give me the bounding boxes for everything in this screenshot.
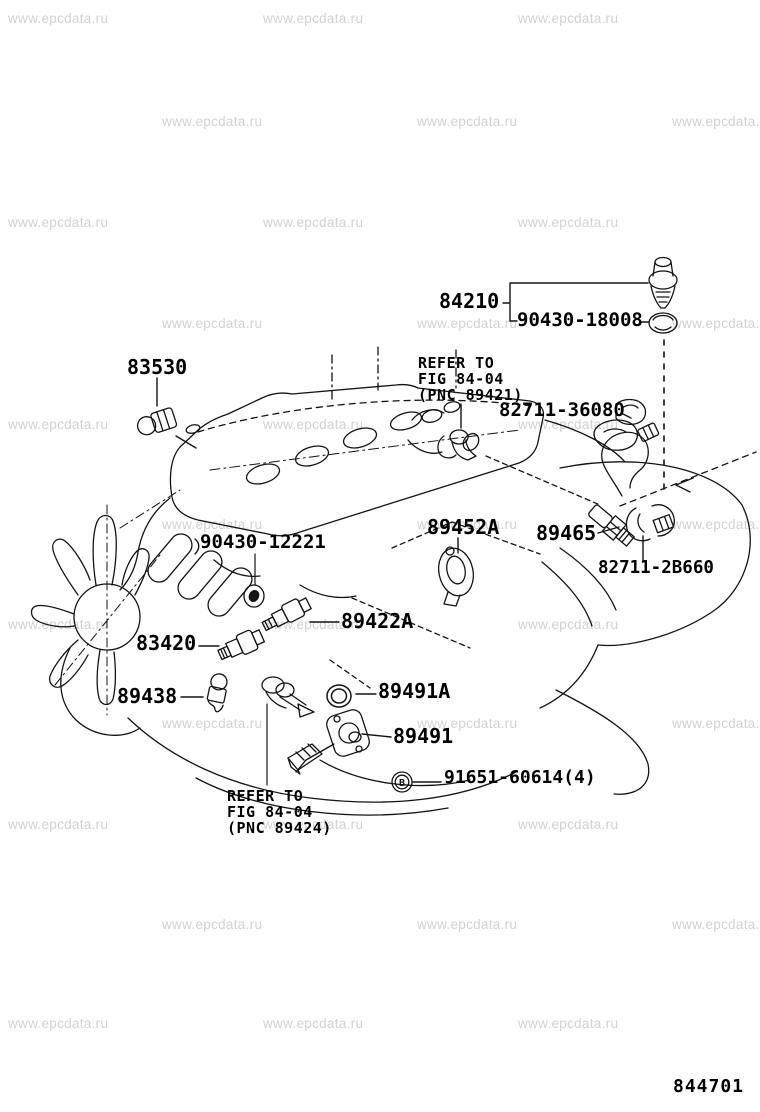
part-label-82711-36080: 82711-36080 <box>499 399 625 421</box>
part-label-91651-60614: 91651-60614(4) <box>444 767 596 788</box>
watermark: www.epcdata.ru <box>518 617 619 632</box>
oil-pressure-switch-84210-drawing <box>648 256 678 309</box>
part-label-83530: 83530 <box>127 355 188 379</box>
watermark: www.epcdata.ru <box>8 817 109 832</box>
watermark: www.epcdata.ru <box>518 11 619 26</box>
watermark: www.epcdata.ru <box>417 716 518 731</box>
sensor-pnc-89424-drawing <box>261 676 315 718</box>
watermark: www.epcdata.ru <box>672 517 760 532</box>
watermark: www.epcdata.ru <box>8 417 109 432</box>
note-refer-fig-84-04-pnc-89424: REFER TO FIG 84-04 (PNC 89424) <box>227 788 332 836</box>
note-line: REFER TO <box>418 354 495 372</box>
sensor-89491-drawing <box>287 709 370 775</box>
sensor-83530-drawing <box>136 407 178 436</box>
leader-lines <box>156 282 665 786</box>
part-label-90430-12221: 90430-12221 <box>200 531 326 553</box>
part-label-90430-18008: 90430-18008 <box>517 309 643 331</box>
watermark: www.epcdata.ru <box>8 1016 109 1031</box>
sensor-pnc-89421-drawing <box>437 429 480 461</box>
watermark: www.epcdata.ru <box>162 917 263 932</box>
bolt-b-symbol: B <box>399 778 405 789</box>
watermark: www.epcdata.ru <box>162 316 263 331</box>
watermark: www.epcdata.ru <box>263 1016 364 1031</box>
sensor-89438-drawing <box>206 673 228 713</box>
fan-drawing <box>30 504 161 716</box>
part-label-89438: 89438 <box>117 684 178 708</box>
oxygen-sensor-89465-drawing <box>588 422 660 547</box>
note-refer-fig-84-04-pnc-89421: REFER TO FIG 84-04 (PNC 89421) <box>418 355 523 403</box>
part-label-89465: 89465 <box>536 521 597 545</box>
clamp-82711-2b660-drawing <box>625 504 675 542</box>
watermark: www.epcdata.ru <box>417 517 518 532</box>
watermark: www.epcdata.ru <box>263 11 364 26</box>
note-line: (PNC 89424) <box>227 819 332 837</box>
oring-89491a-drawing <box>326 684 352 708</box>
engine-block-drawing <box>60 419 757 816</box>
watermark: www.epcdata.ru <box>162 716 263 731</box>
bolt-91651-symbol: B <box>391 771 413 793</box>
watermark: www.epcdata.ru <box>263 817 364 832</box>
watermark: www.epcdata.ru <box>417 917 518 932</box>
note-line: FIG 84-04 <box>227 803 313 821</box>
washer-90430-18008-drawing <box>648 312 678 334</box>
watermark: www.epcdata.ru <box>8 11 109 26</box>
part-label-89452a: 89452A <box>427 515 500 539</box>
watermark: www.epcdata.ru <box>518 215 619 230</box>
watermark: www.epcdata.ru <box>518 817 619 832</box>
watermark: www.epcdata.ru <box>417 316 518 331</box>
washer-90430-12221-drawing <box>243 584 265 608</box>
clamp-82711-36080-drawing <box>593 398 647 451</box>
watermark: www.epcdata.ru <box>672 316 760 331</box>
watermark: www.epcdata.ru <box>672 716 760 731</box>
note-line: FIG 84-04 <box>418 370 504 388</box>
sensor-89452a-drawing <box>437 546 475 607</box>
intake-runners-drawing <box>147 533 253 617</box>
part-label-83420: 83420 <box>136 631 197 655</box>
watermark: www.epcdata.ru <box>518 1016 619 1031</box>
watermark: www.epcdata.ru <box>417 114 518 129</box>
sensor-89422a-drawing <box>261 597 312 632</box>
sensor-83420-drawing <box>217 629 266 661</box>
watermark: www.epcdata.ru <box>8 617 109 632</box>
watermark: www.epcdata.ru <box>263 417 364 432</box>
part-label-89491a: 89491A <box>378 679 451 703</box>
watermark: www.epcdata.ru <box>672 917 760 932</box>
note-line: REFER TO <box>227 787 304 805</box>
watermark: www.epcdata.ru <box>263 215 364 230</box>
watermark: www.epcdata.ru <box>672 114 760 129</box>
part-label-89491: 89491 <box>393 724 454 748</box>
note-line: (PNC 89421) <box>418 386 523 404</box>
part-label-82711-2b660: 82711-2B660 <box>598 558 714 578</box>
figure-number: 844701 <box>673 1076 745 1097</box>
part-label-84210: 84210 <box>439 289 500 313</box>
watermark: www.epcdata.ru <box>162 114 263 129</box>
watermark: www.epcdata.ru <box>8 215 109 230</box>
part-label-89422a: 89422A <box>341 609 414 633</box>
